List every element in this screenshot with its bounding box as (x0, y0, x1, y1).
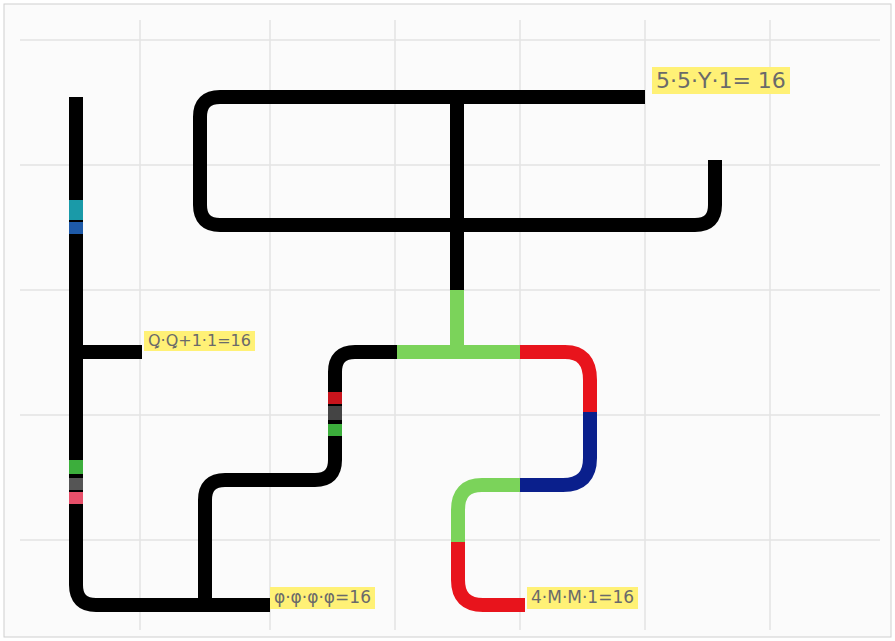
equation-label: 5·5·Y·1= 16 (652, 67, 790, 94)
equation-label: φ·φ·φ·φ=16 (270, 587, 375, 609)
equation-label: Ꝗ·Ꝗ+1·1=16 (144, 331, 255, 351)
mat-border (4, 4, 891, 637)
black-track (76, 97, 715, 605)
puzzle-grid (20, 20, 880, 630)
color-track (397, 290, 590, 605)
color-markers (69, 200, 342, 504)
equation-label: 4·M·M·1=16 (527, 587, 638, 609)
